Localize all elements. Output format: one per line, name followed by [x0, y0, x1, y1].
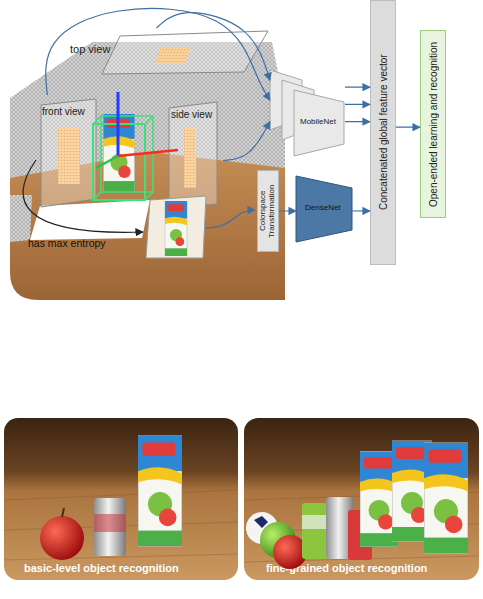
basic-level-objects-part: [94, 498, 126, 556]
segmented-object-part: [93, 116, 153, 200]
segmented-object-part: [96, 156, 118, 168]
point-cloud-wall: [10, 195, 32, 242]
front-view-plane-shape: [41, 99, 96, 207]
cnn-trapezoids-shape: [294, 90, 344, 156]
top-view-plane: top view: [62, 28, 272, 76]
fine-grained-objects-part: [326, 497, 354, 559]
segmented-object-part: [118, 150, 178, 156]
fine-grained-objects-part: [392, 441, 432, 541]
node-label: Colorspace Transformation: [257, 170, 279, 252]
side-view-plane-shape: [169, 102, 217, 208]
basic-level-objects-part: [62, 508, 64, 517]
colorspace-box: Colorspace Transformation: [257, 170, 279, 252]
flow-arrow: [345, 121, 370, 122]
basic-level-objects-part: [94, 514, 126, 532]
node-label: Concatenated global feature vector: [370, 0, 396, 265]
segmented-object: [93, 92, 178, 200]
learning-module: Open-ended learning and recognition: [420, 30, 446, 218]
photo-panel: [4, 418, 238, 580]
annotation-label: has max entropy: [28, 237, 106, 249]
fine-grained-objects-part: [360, 452, 398, 547]
basic-level-objects: [40, 436, 182, 560]
flow-arrow: [223, 122, 270, 161]
densenet-trapezoid-shape: [296, 176, 352, 242]
node-label: basic-level object recognition: [24, 562, 179, 574]
node-label: DenseNet: [305, 204, 341, 213]
fine-grained-objects-part: [424, 443, 468, 553]
fine-grained-objects-part: [302, 515, 328, 529]
segmented-object-part: [93, 124, 145, 200]
flow-arrow: [345, 87, 370, 88]
fine-grained-objects-part: [348, 510, 372, 560]
photo-panel-caption: basic-level object recognition: [4, 418, 238, 580]
segmented-object-part: [103, 114, 134, 192]
front-view-plane: front view: [38, 95, 100, 210]
node-label: side view: [171, 109, 212, 120]
entropy-view-image-part: [165, 201, 187, 256]
feature-vector-bar-shape: [371, 1, 396, 265]
photo-panel-caption: fine-grained object recognition: [244, 418, 479, 580]
flow-arrow: [396, 127, 420, 128]
segmented-object-part: [117, 92, 120, 156]
segmented-object-part: [101, 116, 153, 192]
node-label: top view: [70, 43, 110, 55]
basic-level-objects-part: [40, 516, 84, 560]
colorspace-box-shape: [258, 171, 279, 252]
learning-module-shape: [421, 31, 446, 218]
top-view-plane-shape: [102, 31, 268, 74]
node-label: Open-ended learning and recognition: [420, 30, 446, 218]
flow-arrow: [279, 210, 296, 211]
fine-grained-objects-part: [246, 512, 278, 544]
entropy-view-image: [23, 160, 255, 258]
flow-arrow: [345, 104, 370, 105]
fine-grained-objects-part: [302, 503, 328, 559]
entropy-view-image-part: [146, 196, 206, 258]
wood-grain: [4, 490, 479, 562]
fine-grained-objects-part: [260, 522, 296, 558]
flow-arrow: [46, 8, 270, 100]
cnn-trapezoids: MobileNet: [270, 70, 345, 156]
node-label: fine-grained object recognition: [266, 562, 427, 574]
node-label: front view: [42, 106, 85, 117]
fine-grained-objects: [246, 441, 468, 569]
node-label: MobileNet: [300, 118, 336, 127]
cnn-trapezoids-outline: [270, 70, 345, 156]
fine-grained-objects-part: [254, 516, 268, 528]
basic-level-objects-part: [138, 436, 182, 546]
fine-grained-objects-part: [273, 535, 307, 569]
side-view-plane: side view: [165, 100, 223, 210]
entropy-view-image-part: [205, 210, 255, 228]
feature-vector-bar: Concatenated global feature vector: [370, 0, 396, 265]
flow-arrow: [157, 13, 271, 81]
flow-arrow: [352, 210, 370, 211]
densenet-trapezoid: DenseNet: [296, 176, 352, 242]
entropy-view-image-part: [23, 160, 143, 232]
